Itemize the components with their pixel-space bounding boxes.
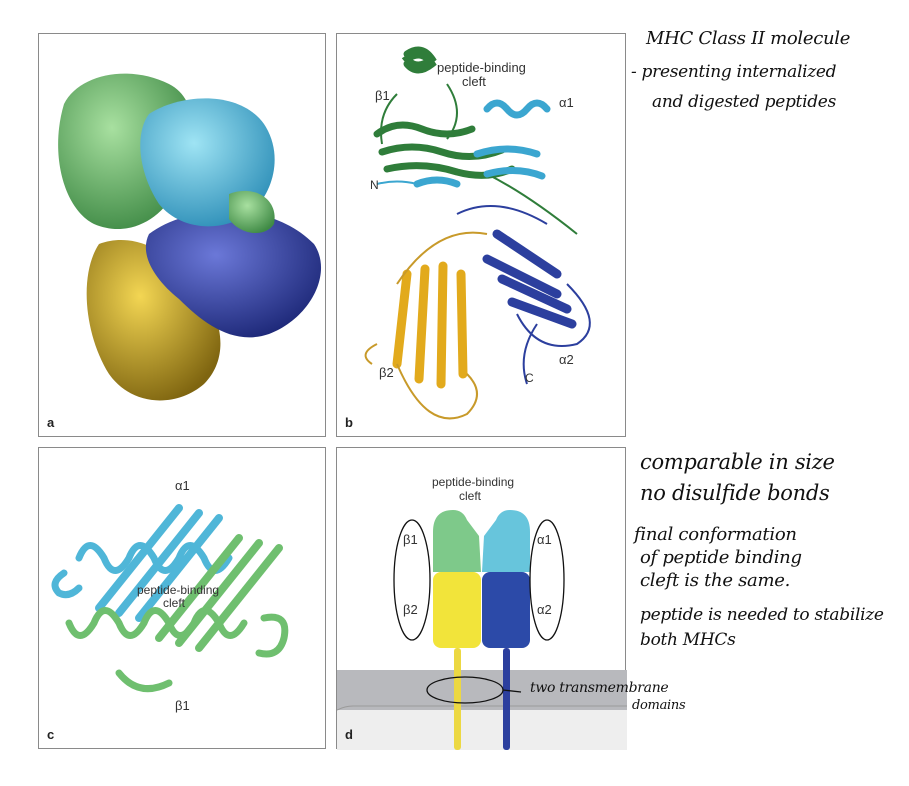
c-alpha1-label: α1 xyxy=(175,478,190,493)
b-alpha1-label: α1 xyxy=(559,95,574,110)
membrane xyxy=(337,670,627,710)
note-final-3: cleft is the same. xyxy=(640,570,791,591)
alpha1-ribbon xyxy=(413,99,551,188)
b-n-terminus: N xyxy=(370,178,379,192)
beta2-domain xyxy=(433,572,481,648)
note-final-2: of peptide binding xyxy=(640,547,802,568)
note-digested: and digested peptides xyxy=(652,92,836,112)
b-beta1-label: β1 xyxy=(375,88,390,103)
panel-c-label: c xyxy=(47,727,55,742)
c-beta1-label: β1 xyxy=(175,698,190,713)
alpha2-domain xyxy=(482,572,530,648)
alpha1-helix xyxy=(51,542,233,599)
b-c-terminus: C xyxy=(525,371,534,385)
d-beta1-label: β1 xyxy=(403,532,418,547)
note-transmembrane: two transmembrane xyxy=(530,680,669,696)
c-cleft-line2: cleft xyxy=(163,596,186,610)
panel-b: peptide-binding cleft β1 α1 N β2 α2 C b xyxy=(336,33,626,437)
d-cleft-line1: peptide-binding xyxy=(432,475,514,489)
schematic: peptide-binding cleft β1 α1 β2 α2 xyxy=(337,475,627,750)
panel-b-label: b xyxy=(345,415,353,430)
note-title: MHC Class II molecule xyxy=(646,28,851,49)
note-final-1: final conformation xyxy=(634,524,797,545)
beta-sheet xyxy=(95,504,283,652)
beta1-domain xyxy=(433,510,481,572)
panel-a-label: a xyxy=(47,415,55,430)
b-cleft-line1: peptide-binding xyxy=(437,60,526,75)
note-presenting: - presenting internalized xyxy=(631,62,837,82)
alpha1-domain xyxy=(482,510,530,572)
beta2-ribbon xyxy=(392,261,468,389)
note-no-disulfide: no disulfide bonds xyxy=(640,481,830,505)
panel-d-label: d xyxy=(345,727,353,742)
ribbon-model: peptide-binding cleft β1 α1 N β2 α2 C xyxy=(364,46,591,420)
beta-tm xyxy=(454,648,461,750)
panel-a: a xyxy=(38,33,326,437)
b-alpha2-label: α2 xyxy=(559,352,574,367)
panel-d: peptide-binding cleft β1 α1 β2 α2 d xyxy=(336,447,627,750)
alpha2-surface xyxy=(145,210,322,338)
d-alpha2-label: α2 xyxy=(537,602,552,617)
alpha2-ribbon xyxy=(482,229,577,329)
beta1-helix xyxy=(65,607,289,693)
top-view-ribbon: α1 peptide-binding cleft β1 xyxy=(51,478,289,713)
surface-model xyxy=(58,73,322,401)
alpha-tm xyxy=(503,648,510,750)
c-cleft-line1: peptide-binding xyxy=(137,583,219,597)
d-alpha1-label: α1 xyxy=(537,532,552,547)
panel-c: α1 peptide-binding cleft β1 c xyxy=(38,447,326,749)
b-beta2-label: β2 xyxy=(379,365,394,380)
d-cleft-line2: cleft xyxy=(459,489,482,503)
note-domains: domains xyxy=(632,698,686,713)
note-comparable: comparable in size xyxy=(640,450,835,474)
b-cleft-line2: cleft xyxy=(462,74,486,89)
note-peptide-2: both MHCs xyxy=(640,630,736,650)
note-peptide-1: peptide is needed to stabilize xyxy=(640,605,884,625)
d-beta2-label: β2 xyxy=(403,602,418,617)
